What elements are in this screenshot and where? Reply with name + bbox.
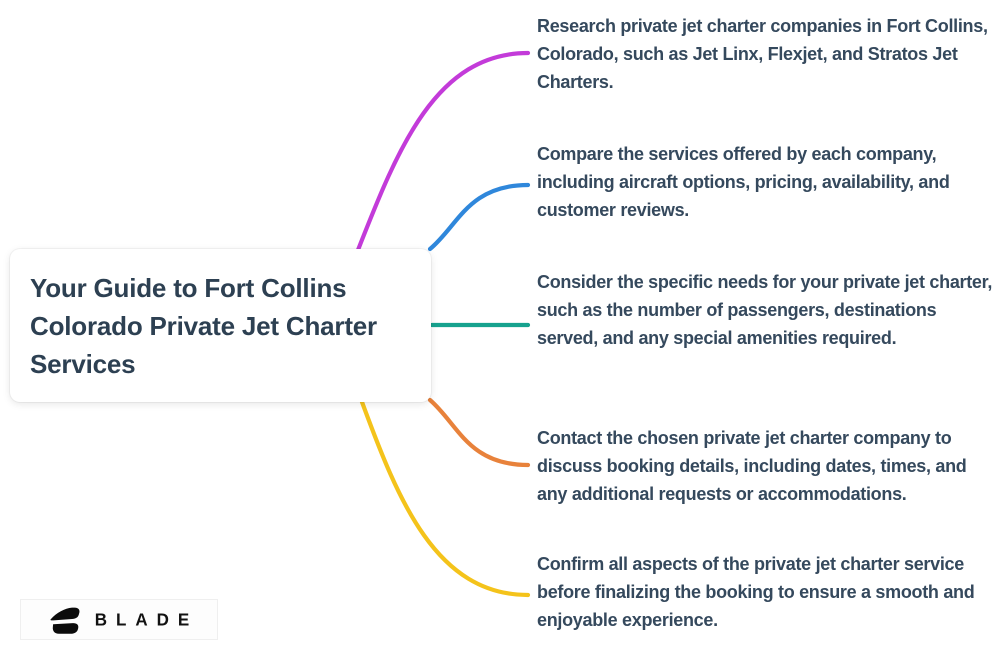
branch-node-research: Research private jet charter companies i… (537, 16, 988, 92)
connector-branch-5 (359, 399, 531, 598)
branch-node-confirm: Confirm all aspects of the private jet c… (537, 554, 975, 630)
branch-node-contact: Contact the chosen private jet charter c… (537, 428, 967, 504)
central-topic-title: Your Guide to Fort Collins Colorado Priv… (30, 272, 377, 379)
connector-branch-2 (427, 182, 531, 252)
central-topic-node: Your Guide to Fort Collins Colorado Priv… (10, 249, 431, 402)
connector-branch-1 (355, 50, 531, 253)
blade-logo-text: BLADE (94, 609, 199, 630)
connector-branch-4 (427, 397, 531, 468)
blade-logo: BLADE (20, 599, 218, 640)
branch-node-compare: Compare the services offered by each com… (537, 144, 950, 220)
blade-logo-icon (50, 607, 80, 634)
branch-node-consider: Consider the specific needs for your pri… (537, 272, 993, 348)
